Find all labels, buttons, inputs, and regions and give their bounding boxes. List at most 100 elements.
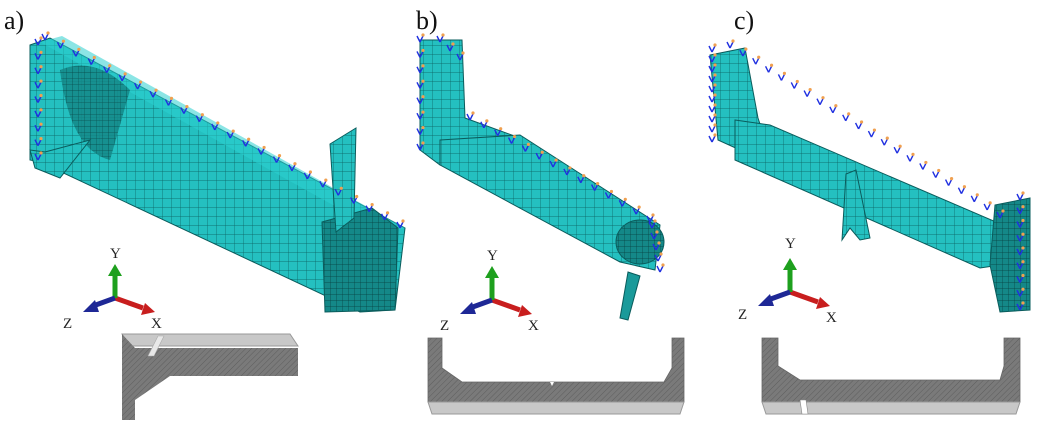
boundary-dot	[1021, 273, 1025, 278]
boundary-marker	[494, 129, 502, 137]
boundary-dot	[39, 108, 43, 112]
boundary-marker	[1016, 289, 1024, 297]
beam-c-body	[734, 119, 1011, 269]
boundary-dot	[713, 73, 717, 77]
axis-x-label: X	[151, 316, 162, 332]
boundary-dot	[485, 119, 489, 123]
boundary-dot	[885, 136, 889, 140]
boundary-marker	[590, 184, 599, 191]
plate-b	[619, 271, 641, 321]
boundary-marker	[842, 114, 850, 122]
boundary-dot	[441, 33, 445, 37]
boundary-dot	[582, 174, 586, 178]
boundary-dot	[713, 133, 717, 137]
boundary-dot	[421, 48, 425, 53]
boundary-dot	[911, 152, 915, 156]
boundary-dot	[77, 47, 81, 51]
boundary-dot	[949, 177, 954, 181]
boundary-marker	[34, 96, 42, 103]
boundary-marker	[919, 163, 927, 170]
boundary-dot	[757, 55, 761, 59]
boundary-marker	[416, 35, 424, 43]
boundary-marker	[708, 125, 716, 133]
boundary-dot	[713, 93, 717, 97]
boundary-marker	[416, 112, 424, 120]
boundary-marker	[604, 192, 613, 199]
boundary-dot	[262, 145, 266, 150]
boundary-marker	[906, 155, 914, 162]
boundary-dot	[540, 150, 544, 154]
beam-a-notch	[60, 65, 130, 160]
boundary-dot	[1021, 301, 1025, 305]
boundary-marker	[1016, 262, 1024, 270]
axis-y-label: Y	[110, 246, 121, 262]
boundary-marker	[195, 115, 203, 123]
boundary-marker	[654, 254, 662, 262]
boundary-dot	[39, 151, 43, 155]
boundary-marker	[854, 122, 863, 130]
boundary-marker	[288, 164, 296, 172]
boundary-dot	[108, 64, 112, 68]
boundary-marker	[87, 58, 95, 65]
section-c	[761, 337, 1021, 415]
axis-x-head	[141, 303, 155, 315]
beam-a-end-block	[321, 207, 399, 313]
boundary-dot	[421, 141, 425, 145]
boundary-markers	[34, 31, 1025, 311]
boundary-dot	[231, 129, 235, 133]
boundary-marker	[867, 130, 876, 138]
boundary-marker	[319, 180, 327, 188]
boundary-marker	[416, 66, 424, 74]
boundary-marker	[456, 53, 464, 61]
boundary-dot	[46, 31, 50, 35]
boundary-marker	[646, 215, 654, 223]
boundary-dot	[39, 122, 43, 126]
boundary-marker	[752, 57, 760, 65]
boundary-dot	[1021, 191, 1025, 195]
boundary-marker	[708, 75, 716, 83]
boundary-dot	[568, 166, 572, 170]
boundary-dot	[769, 63, 774, 67]
boundary-marker	[416, 97, 424, 105]
axis-y-label: Y	[487, 248, 498, 264]
beam-b-end-ring	[615, 219, 665, 265]
boundary-marker	[803, 90, 811, 97]
boundary-dot	[277, 154, 282, 158]
boundary-marker	[648, 221, 656, 229]
boundary-marker	[932, 171, 940, 178]
boundary-marker	[656, 265, 664, 273]
boundary-dot	[655, 230, 659, 234]
panel-b	[419, 39, 665, 321]
panel-a-label: a)	[4, 6, 25, 35]
section-c-slot	[799, 399, 809, 415]
triad-a: Y Z X	[63, 246, 162, 332]
boundary-marker	[893, 146, 901, 154]
boundary-dot	[653, 219, 657, 223]
boundary-dot	[623, 197, 627, 201]
boundary-dot	[39, 79, 43, 83]
panel-c-label: c)	[734, 6, 755, 35]
boundary-dot	[1021, 218, 1025, 223]
axis-y-head	[485, 266, 499, 278]
axis-z-head	[758, 294, 774, 306]
boundary-dot	[637, 205, 641, 209]
boundary-marker	[708, 95, 716, 103]
boundary-marker	[396, 221, 404, 229]
panel-c	[709, 47, 1031, 313]
boundary-marker	[303, 172, 312, 180]
section-b-bottom-face	[427, 401, 685, 415]
boundary-dot	[247, 137, 251, 141]
boundary-marker	[118, 74, 126, 82]
boundary-dot	[185, 104, 189, 109]
section-a-web	[122, 334, 135, 420]
plate-a	[329, 127, 357, 233]
boundary-dot	[937, 168, 941, 173]
boundary-marker	[708, 105, 716, 113]
axis-y-head	[783, 258, 797, 270]
boundary-marker	[242, 139, 250, 147]
boundary-marker	[739, 49, 747, 57]
boundary-dot	[39, 137, 43, 141]
boundary-dot	[834, 104, 838, 108]
boundary-dot	[216, 121, 220, 125]
